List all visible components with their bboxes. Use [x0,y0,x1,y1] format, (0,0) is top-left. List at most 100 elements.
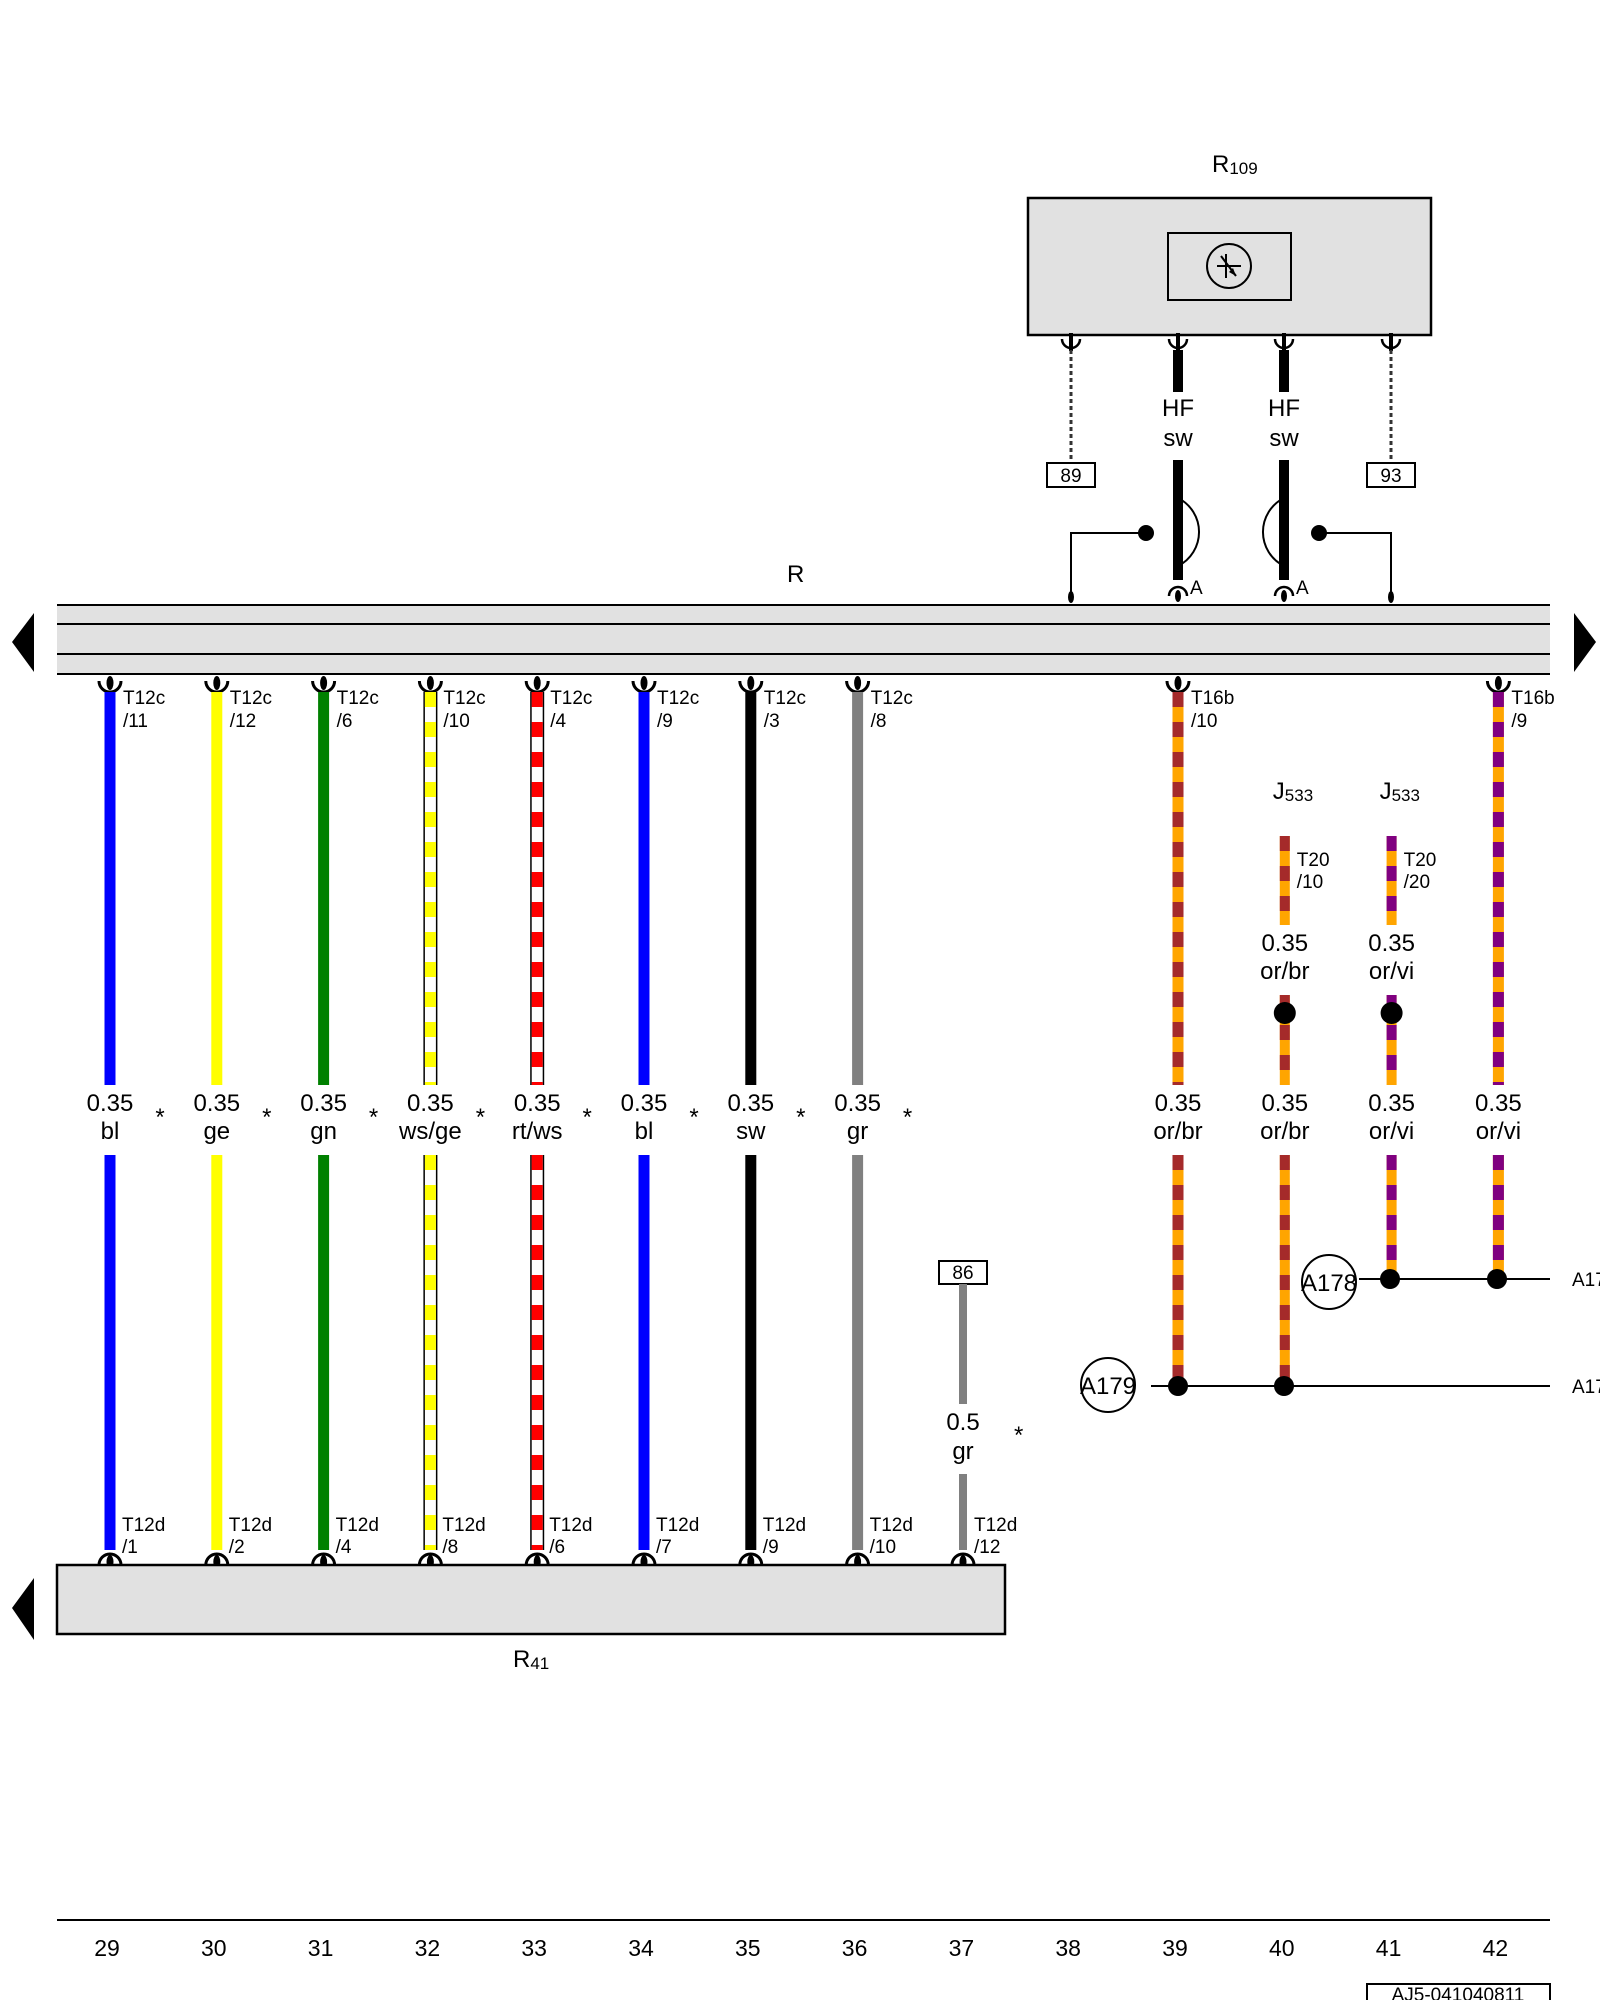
wire-33-bottom-pin: T12d [549,1515,592,1536]
wire-33-top-pin-num: /4 [550,711,566,732]
wire-32-lower [423,1155,438,1550]
wire-42-lower [1492,1155,1504,1279]
wire-29-upper [104,692,116,1085]
column-number-38: 38 [1055,1935,1081,1961]
wire-36-top-connector [845,676,871,694]
wire-30-upper [211,692,223,1085]
wire-36-bottom-pin: T12d [870,1515,913,1536]
wire-32-top-pin: T12c [443,688,485,709]
splice-a178-continuation: A17 [1572,1270,1600,1291]
page-continue-right-arrow-top [1574,613,1596,672]
sw-label-1: sw [1163,425,1193,452]
wire-30-bottom-pin-num: /2 [229,1537,245,1558]
wire-32-bottom-pin-num: /8 [442,1537,458,1558]
column-number-35: 35 [735,1935,761,1961]
wire-32-top-pin-num: /10 [443,711,469,732]
wire-33-top-connector [524,676,550,694]
coax-shield-arc-2 [1262,497,1285,567]
wire-37-asterisk: * [1014,1422,1023,1449]
ref-box-93 [1366,462,1416,488]
wire-29-top-connector [97,676,123,694]
wire-41-lower [1386,1155,1397,1279]
wire-35-top-connector [738,676,764,694]
doc-code-box: AJ5-041040811 [1366,1983,1551,2000]
wire-31-lower [318,1155,330,1550]
wire-41-j533-code: or/vi [1369,958,1414,985]
wire-40-j533-code: or/br [1260,958,1309,985]
wire-31-asterisk: * [369,1104,378,1131]
wire-29-lower [104,1155,116,1550]
wire-39-top-connector [1165,676,1191,694]
wire-40-junction [1273,1002,1296,1024]
column-number-34: 34 [628,1935,654,1961]
wire-34-lower [638,1155,650,1550]
splice-a178-symbol [1301,1254,1357,1310]
wire-29-asterisk: * [155,1104,164,1131]
wire-32-upper [423,692,438,1085]
wire-33-bottom-pin-num: /6 [549,1537,565,1558]
wire-42-upper [1492,692,1504,1085]
wire-40-j533-pin-num: /10 [1297,872,1323,893]
wire-40-j533-gauge: 0.35 [1261,930,1308,957]
wire-32-asterisk: * [476,1104,485,1131]
wire-29-code: bl [101,1118,120,1145]
wire-30-top-connector [204,676,230,694]
wire-34-bottom-pin: T12d [656,1515,699,1536]
harness-wires: T12c/110.35bl*T12d/1T12c/120.35ge*T12d/2… [87,676,913,1569]
wire-41-j533-gauge: 0.35 [1368,930,1415,957]
wire-31-bottom-pin: T12d [336,1515,379,1536]
column-number-41: 41 [1376,1935,1402,1961]
wire-40-code: or/br [1260,1118,1309,1145]
wire-31-top-pin-num: /6 [337,711,353,732]
splice-a179-node-40 [1274,1376,1294,1396]
coax-shield-arc-1 [1177,497,1200,567]
wire-34-top-connector [631,676,657,694]
wire-42-gauge: 0.35 [1475,1090,1522,1117]
wire-36-asterisk: * [903,1104,912,1131]
r-top-connector-2 [1167,585,1189,602]
splice-a179-node-39 [1168,1376,1188,1396]
ref-86-text: 86 [952,1263,973,1284]
wire-34-top-pin-num: /9 [657,711,673,732]
wire-42-code: or/vi [1476,1118,1521,1145]
r109-label: R109 [1212,151,1258,178]
wire-39-code: or/br [1153,1118,1202,1145]
hf-label-2: HF [1268,395,1300,422]
wire-35-bottom-pin: T12d [763,1515,806,1536]
wire-35-upper [745,692,757,1085]
wire-40-gauge: 0.35 [1261,1090,1308,1117]
wire-30-asterisk: * [262,1104,271,1131]
column-number-42: 42 [1483,1935,1509,1961]
wire-35-gauge: 0.35 [727,1090,774,1117]
splice-a179-continuation: A17 [1572,1377,1600,1398]
wire-42-top-pin-num: /9 [1511,711,1527,732]
wire-40-j533-stub [1279,836,1290,925]
wire-31-top-pin: T12c [337,688,379,709]
wire-33-asterisk: * [583,1104,592,1131]
r109-terminal-2 [1167,333,1189,351]
r109-terminal-1 [1060,333,1082,351]
wire-29-bottom-pin: T12d [122,1515,165,1536]
wire-34-asterisk: * [689,1104,698,1131]
wire-34-bottom-pin-num: /7 [656,1537,672,1558]
wire-35-bottom-pin-num: /9 [763,1537,779,1558]
wire-34-top-pin: T12c [657,688,699,709]
wire-35-lower [745,1155,757,1550]
column-number-29: 29 [94,1935,120,1961]
wire-37-gauge: 0.5 [946,1409,979,1436]
shield-a-label-2: A [1296,578,1309,599]
wire-41-junction [1380,1002,1403,1024]
column-number-33: 33 [521,1935,547,1961]
wire-32-bottom-pin: T12d [442,1515,485,1536]
wire-31-bottom-pin-num: /4 [336,1537,352,1558]
wire-34-gauge: 0.35 [621,1090,668,1117]
wire-33-code: rt/ws [512,1118,563,1145]
wire-33-gauge: 0.35 [514,1090,561,1117]
r-top-connector-1 [1068,591,1074,603]
wire-30-lower [211,1155,223,1550]
wire-36-code: gr [847,1118,868,1145]
wire-39-top-pin-num: /10 [1191,711,1217,732]
wire-31-top-connector [311,676,337,694]
r41-label: R41 [513,1646,549,1673]
